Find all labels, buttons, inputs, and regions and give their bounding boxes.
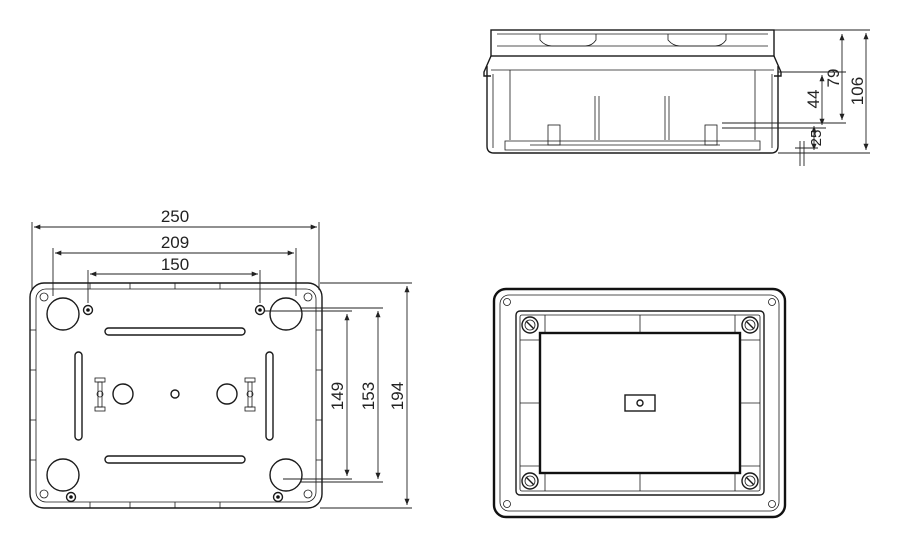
corner-hole-bl	[46, 458, 80, 492]
bottom-body-outline	[29, 282, 323, 509]
top-view	[492, 287, 787, 519]
dim-label-44: 44	[804, 90, 823, 109]
slot-left	[74, 351, 83, 441]
top-inner-window	[538, 331, 742, 475]
side-lid	[490, 29, 775, 57]
side-body	[486, 66, 779, 154]
dim-label-106: 106	[848, 77, 867, 105]
slot-bottom	[104, 455, 246, 464]
top-screw-bl	[521, 472, 539, 490]
side-boss-left	[547, 124, 561, 146]
bottom-view	[29, 222, 412, 509]
top-center-lock	[624, 394, 656, 412]
top-screw-br	[741, 472, 759, 490]
dim-label-194: 194	[388, 382, 407, 410]
corner-hole-tl	[46, 297, 80, 331]
side-view	[483, 29, 870, 166]
dim-label-250: 250	[161, 207, 189, 226]
top-outer-frame	[492, 287, 787, 519]
slot-top	[104, 327, 246, 336]
top-screw-tl	[521, 316, 539, 334]
dim-label-153: 153	[359, 382, 378, 410]
dim-label-149: 149	[328, 382, 347, 410]
top-screw-tr	[741, 316, 759, 334]
dim-label-25: 25	[808, 130, 825, 147]
dim-label-150: 150	[161, 255, 189, 274]
corner-hole-tr	[269, 297, 303, 331]
dim-label-209: 209	[161, 233, 189, 252]
slot-right	[265, 351, 274, 441]
corner-hole-br	[269, 458, 303, 492]
dim-label-79: 79	[824, 69, 843, 88]
side-boss-right	[704, 124, 718, 146]
